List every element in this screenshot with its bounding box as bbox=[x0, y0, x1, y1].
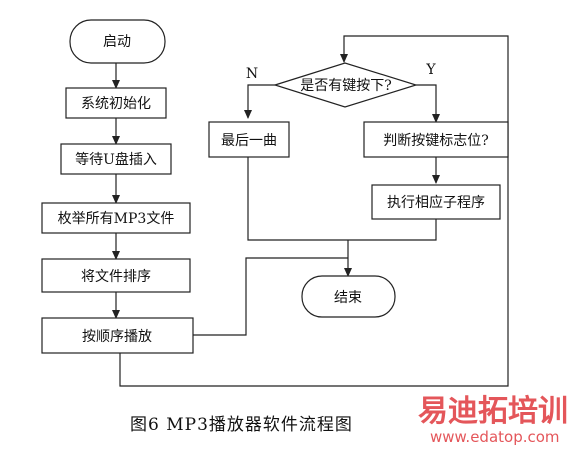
node-end: 结束 bbox=[301, 275, 396, 318]
connectors bbox=[112, 35, 509, 387]
node-enumerate: 枚举所有MP3文件 bbox=[41, 202, 191, 234]
branch-no-line bbox=[244, 84, 275, 119]
node-execute: 执行相应子程序 bbox=[371, 184, 501, 220]
node-start-label: 启动 bbox=[103, 34, 131, 50]
node-wait-usb-label: 等待U盘插入 bbox=[75, 151, 157, 168]
node-sort-label: 将文件排序 bbox=[81, 269, 151, 285]
connector-loop-to-decision bbox=[119, 35, 509, 387]
connector-execute-to-merge bbox=[348, 219, 437, 241]
node-sort: 将文件排序 bbox=[41, 258, 191, 293]
node-decision: 是否有键按下? bbox=[272, 62, 419, 108]
figure-caption: 图6 MP3播放器软件流程图 bbox=[130, 415, 353, 435]
watermark-url: www.edatop.com bbox=[430, 428, 560, 446]
node-end-label: 结束 bbox=[334, 290, 362, 306]
node-play: 按顺序播放 bbox=[41, 317, 194, 354]
node-last-song: 最后一曲 bbox=[208, 121, 290, 158]
node-execute-label: 执行相应子程序 bbox=[387, 194, 485, 211]
node-init: 系统初始化 bbox=[65, 87, 167, 119]
branch-no-label: N bbox=[246, 66, 258, 82]
watermark: 易迪拓培训 www.edatop.com bbox=[418, 394, 568, 446]
node-start: 启动 bbox=[69, 19, 166, 64]
node-enumerate-label: 枚举所有MP3文件 bbox=[58, 211, 175, 227]
node-decision-label: 是否有键按下? bbox=[300, 78, 392, 94]
node-init-label: 系统初始化 bbox=[81, 95, 151, 112]
connector-last-to-merge bbox=[247, 157, 348, 241]
branch-yes-label: Y bbox=[425, 62, 436, 78]
connector-play-to-merge bbox=[193, 257, 348, 336]
watermark-name: 易迪拓培训 bbox=[418, 394, 568, 429]
node-check-flag: 判断按键标志位? bbox=[363, 121, 509, 158]
branch-yes-line bbox=[416, 84, 440, 123]
node-wait-usb: 等待U盘插入 bbox=[60, 143, 172, 175]
node-play-label: 按顺序播放 bbox=[82, 329, 152, 345]
node-check-flag-label: 判断按键标志位? bbox=[383, 133, 489, 149]
node-last-song-label: 最后一曲 bbox=[221, 133, 277, 149]
